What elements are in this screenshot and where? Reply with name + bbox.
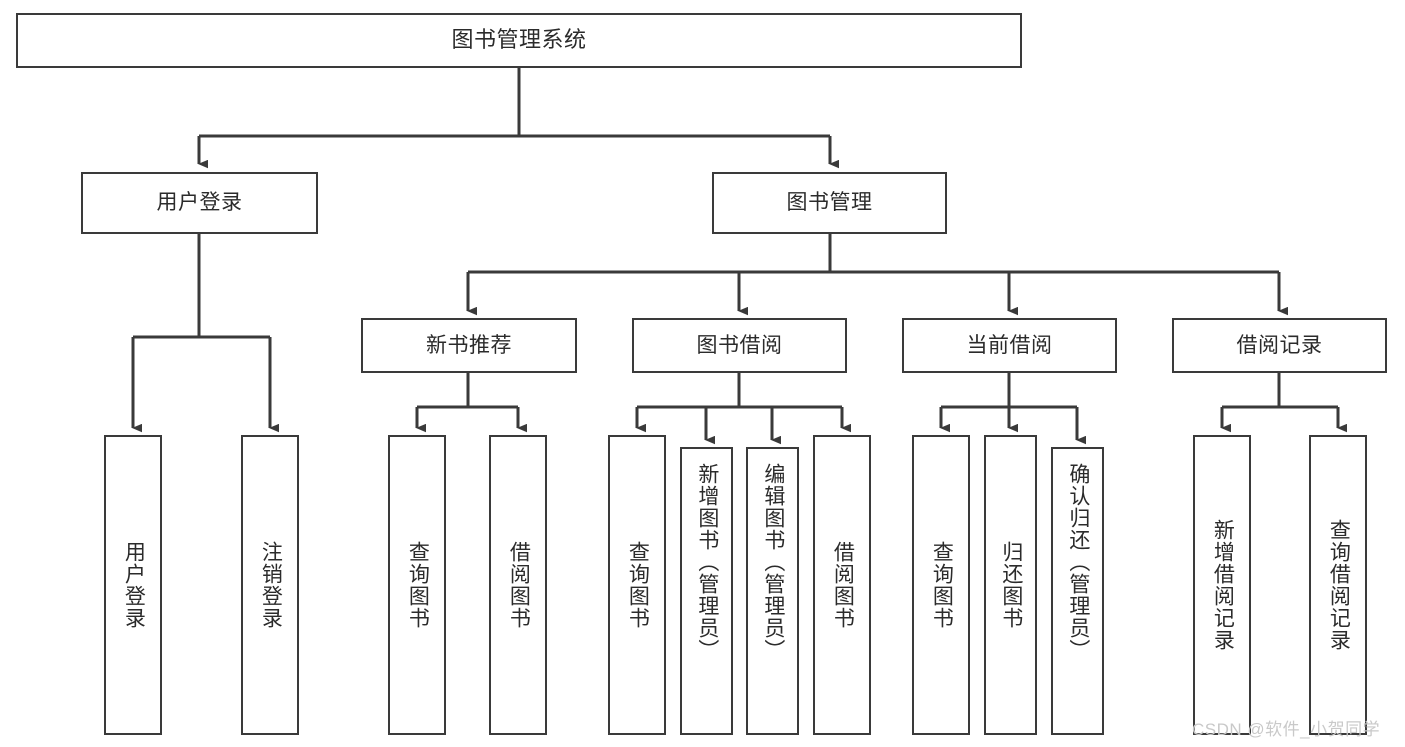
node-label: 借阅图书	[831, 541, 855, 629]
node-leaf-user-login[interactable]: 用户登录	[104, 435, 162, 735]
node-label: 当前借阅	[966, 333, 1053, 357]
node-leaf-query-record[interactable]: 查询借阅记录	[1309, 435, 1367, 735]
node-label: 图书管理	[786, 191, 873, 215]
node-label: 用户登录	[156, 191, 243, 215]
node-label: 新书推荐	[426, 333, 512, 357]
node-root-book-management-system[interactable]: 图书管理系统	[16, 13, 1022, 68]
node-leaf-add-record[interactable]: 新增借阅记录	[1193, 435, 1251, 735]
node-leaf-query-book-2[interactable]: 查询图书	[608, 435, 666, 735]
csdn-watermark: CSDN @软件_小贺同学	[1192, 720, 1381, 739]
node-leaf-add-book[interactable]: 新增图书（管理员）	[680, 447, 733, 735]
node-label: 查询借阅记录	[1327, 519, 1351, 651]
node-label: 查询图书	[406, 541, 430, 629]
node-label: 注销登录	[259, 541, 283, 629]
node-label: 借阅记录	[1236, 333, 1323, 357]
node-leaf-query-book-3[interactable]: 查询图书	[912, 435, 970, 735]
node-label: 编辑图书（管理员）	[761, 463, 785, 661]
node-label: 查询图书	[930, 541, 954, 629]
node-new-book-recommend[interactable]: 新书推荐	[361, 318, 577, 373]
node-leaf-edit-book[interactable]: 编辑图书（管理员）	[746, 447, 799, 735]
node-leaf-borrow-book-2[interactable]: 借阅图书	[813, 435, 871, 735]
node-leaf-confirm-return[interactable]: 确认归还（管理员）	[1051, 447, 1104, 735]
node-leaf-return-book[interactable]: 归还图书	[984, 435, 1037, 735]
node-label: 借阅图书	[507, 541, 531, 629]
node-label: 确认归还（管理员）	[1066, 463, 1090, 661]
node-borrow-record[interactable]: 借阅记录	[1172, 318, 1387, 373]
node-book-borrow[interactable]: 图书借阅	[632, 318, 847, 373]
node-user-login[interactable]: 用户登录	[81, 172, 318, 234]
node-label: 新增图书（管理员）	[695, 463, 719, 661]
node-book-management[interactable]: 图书管理	[712, 172, 947, 234]
node-leaf-query-book-1[interactable]: 查询图书	[388, 435, 446, 735]
node-label: 归还图书	[999, 541, 1023, 629]
node-label: 查询图书	[626, 541, 650, 629]
node-label: 图书管理系统	[451, 27, 587, 53]
node-label: 新增借阅记录	[1211, 519, 1235, 651]
node-current-borrow[interactable]: 当前借阅	[902, 318, 1117, 373]
node-leaf-borrow-book-1[interactable]: 借阅图书	[489, 435, 547, 735]
node-label: 用户登录	[122, 541, 146, 629]
node-label: 图书借阅	[696, 333, 783, 357]
node-leaf-user-logout[interactable]: 注销登录	[241, 435, 299, 735]
